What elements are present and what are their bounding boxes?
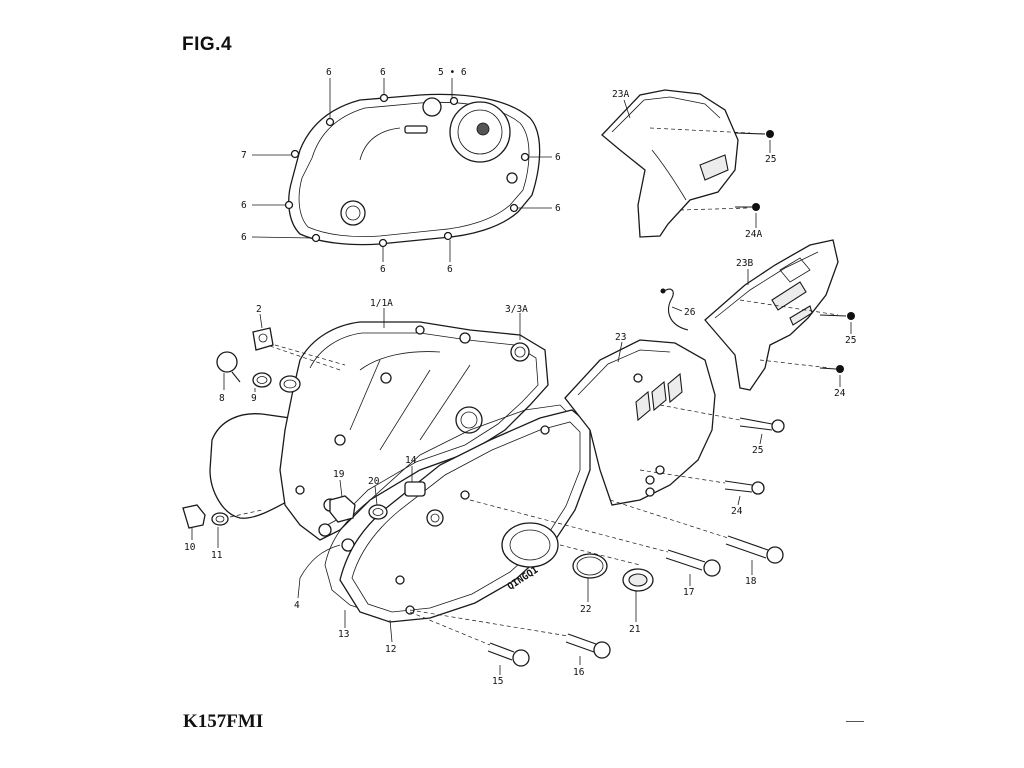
footer-dash [846,721,864,722]
callout-8: 8 [219,393,225,404]
callout-22: 22 [580,604,591,615]
callout-6: 6 [241,200,247,211]
clutch-cover [284,93,541,248]
small-parts [182,308,654,643]
callout-7: 7 [241,150,247,161]
model-code: K157FMI [183,711,264,732]
callout-10: 10 [184,542,196,553]
callout-15: 15 [492,676,503,687]
callout-6: 6 [241,232,247,243]
callout-3-3a: 3/3A [505,304,528,315]
callout-5-6: 5 • 6 [438,67,467,78]
callout-1-1a: 1/1A [370,298,393,309]
callout-23: 23 [615,332,626,343]
chain-guard-23b [660,239,855,391]
callout-23a: 23A [612,89,629,100]
crankcase-left-1-1a [209,321,549,552]
callout-6: 6 [555,203,561,214]
clutch-cover-leaders [251,78,552,262]
callout-18: 18 [745,576,757,587]
callout-13: 13 [338,629,349,640]
callout-16: 16 [573,667,585,678]
callout-24: 24 [834,388,846,399]
callout-25: 25 [765,154,776,165]
callout-25: 25 [752,445,763,456]
callout-12: 12 [385,644,396,655]
bolts [409,404,785,675]
callout-25: 25 [845,335,856,346]
callout-6: 6 [380,67,386,78]
figure-title: FIG.4 [182,34,233,55]
callout-labels: 6 6 5 • 6 7 6 6 6 6 6 6 23A 25 24A 23B 2… [184,67,856,687]
callout-11: 11 [211,550,223,561]
callout-19: 19 [333,469,345,480]
callout-23b: 23B [736,258,753,269]
callout-6: 6 [380,264,386,275]
callout-2: 2 [256,304,262,315]
callout-6: 6 [447,264,453,275]
callout-6: 6 [555,152,561,163]
callout-21: 21 [629,624,641,635]
chain-guard-23a [601,89,774,238]
magneto-cover-12: QINGQI [339,409,591,623]
callout-4: 4 [294,600,300,611]
callout-24a: 24A [745,229,762,240]
callout-6: 6 [326,67,332,78]
callout-20: 20 [368,476,380,487]
callout-26: 26 [684,307,696,318]
sprocket-cover-23 [564,339,716,506]
callout-14: 14 [405,455,417,466]
callout-24: 24 [731,506,743,517]
callout-9: 9 [251,393,257,404]
callout-17: 17 [683,587,694,598]
